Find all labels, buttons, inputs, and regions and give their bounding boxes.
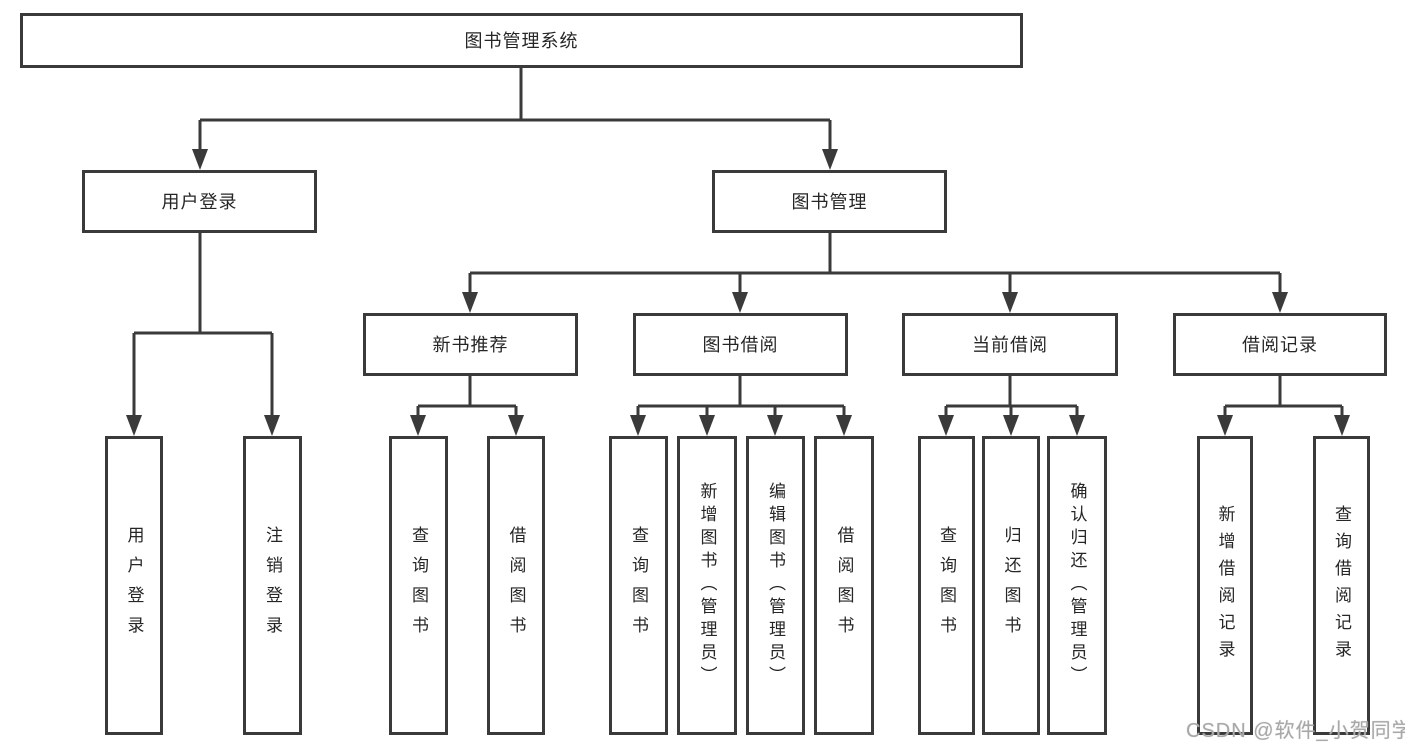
connector-root-to-level2 [192,68,838,170]
leaf-logout: 注销登录 [243,436,302,735]
leaf-borrow-query-books: 查询图书 [609,436,668,735]
connector-book-management-to-level3 [462,233,1288,313]
node-root: 图书管理系统 [20,13,1023,68]
node-book-borrow: 图书借阅 [633,313,848,376]
leaf-newbook-query-books: 查询图书 [389,436,448,735]
leaf-newbook-borrow-books: 借阅图书 [487,436,545,735]
connector-user-login-to-leaves [126,233,280,436]
csdn-watermark: CSDN @软件_小贺同学 [1186,720,1405,742]
node-new-book-recommend: 新书推荐 [363,313,578,376]
connector-book-borrow-to-leaves [630,376,852,436]
connector-current-borrow-to-leaves [938,376,1085,436]
leaf-user-login: 用户登录 [105,436,163,735]
leaf-add-books-admin: 新增图书（管理员） [677,436,737,735]
node-book-management: 图书管理 [712,170,947,233]
leaf-query-borrow-record: 查询借阅记录 [1313,436,1370,735]
connector-new-book-to-leaves [410,376,524,436]
leaf-confirm-return-admin: 确认归还（管理员） [1047,436,1107,735]
leaf-add-borrow-record: 新增借阅记录 [1197,436,1253,735]
leaf-borrow-books: 借阅图书 [814,436,874,735]
connector-borrow-record-to-leaves [1217,376,1350,436]
leaf-current-query-books: 查询图书 [918,436,975,735]
leaf-edit-books-admin: 编辑图书（管理员） [746,436,805,735]
leaf-return-books: 归还图书 [982,436,1040,735]
node-borrow-record: 借阅记录 [1173,313,1387,376]
node-current-borrow: 当前借阅 [902,313,1118,376]
node-user-login: 用户登录 [82,170,317,233]
